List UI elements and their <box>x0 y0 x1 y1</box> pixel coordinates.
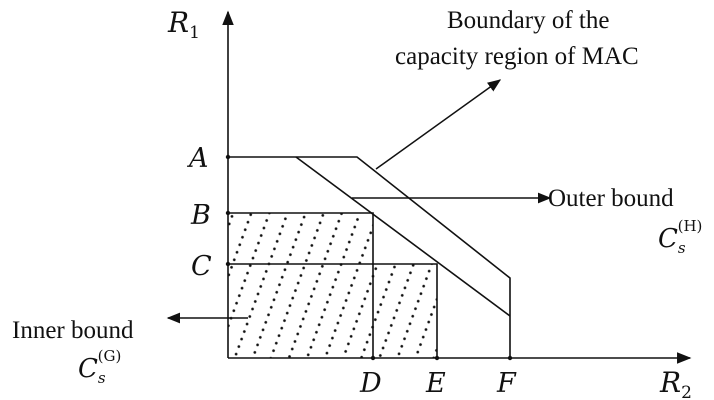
x-tick-label-d: D <box>359 368 382 399</box>
tick-mark-b <box>225 210 231 216</box>
rect-b-boundary <box>228 212 374 358</box>
tick-mark-e <box>434 355 440 361</box>
tick-mark-d <box>370 355 376 361</box>
mac-annotation-line1: Boundary of the <box>447 7 609 34</box>
mac-annotation-line2: capacity region of MAC <box>395 43 639 70</box>
tick-mark-f <box>507 355 513 361</box>
rect-c-boundary <box>228 263 438 358</box>
inner-bound-hatch-c <box>373 264 437 358</box>
y-axis-label: R1 <box>167 6 200 43</box>
outer-bound-label: Outer bound <box>548 185 674 212</box>
tick-mark-a <box>225 154 231 160</box>
x-axis-label: R2 <box>659 366 692 400</box>
tick-mark-c <box>225 261 231 267</box>
y-tick-label-b: B <box>190 200 211 231</box>
x-tick-label-f: F <box>496 368 517 399</box>
inner-bound-label: Inner bound <box>12 317 134 344</box>
y-tick-label-c: C <box>191 251 212 282</box>
y-tick-label-a: A <box>186 143 209 174</box>
inner-bound-symbol: Cs(G) <box>78 347 121 387</box>
mac-pointer-arrow <box>375 79 502 170</box>
inner-bound-hatch-b <box>228 213 373 358</box>
x-tick-label-e: E <box>425 368 446 399</box>
outer-bound-symbol: Cs(H) <box>658 217 702 257</box>
outer-bound-diagonal <box>295 156 511 317</box>
mac-capacity-boundary <box>228 156 511 358</box>
